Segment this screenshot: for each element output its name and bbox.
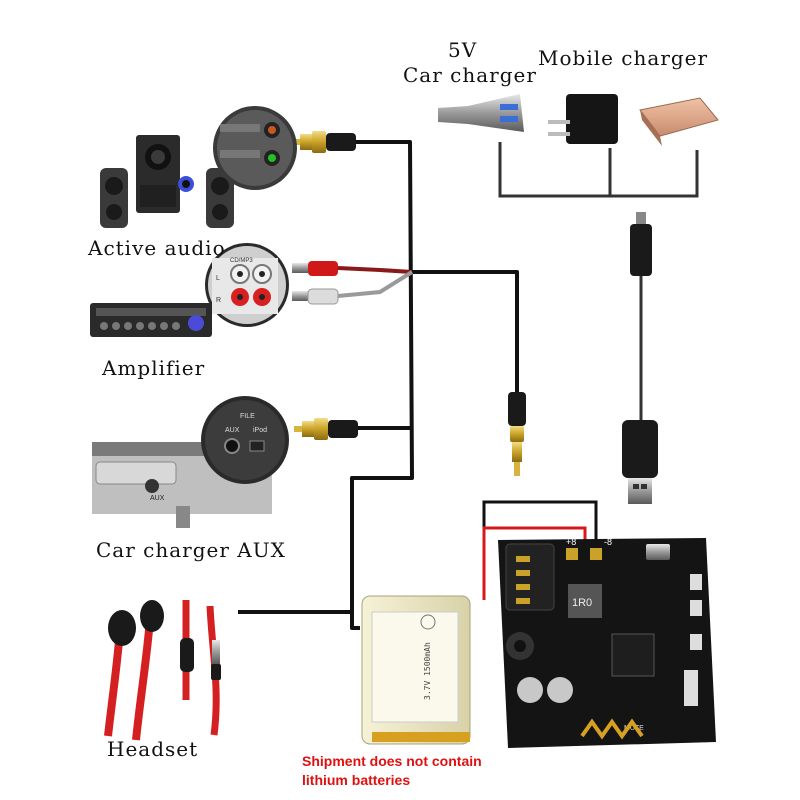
audio-plug-board bbox=[508, 392, 526, 476]
board-mute-label: MUTE bbox=[624, 725, 644, 732]
amplifier-label: Amplifier bbox=[102, 356, 206, 380]
board-minus-label: -8 bbox=[604, 537, 612, 547]
car-charger-device bbox=[438, 94, 524, 132]
amplifier-rca-closeup: CD/MP3 L R bbox=[205, 243, 289, 327]
active-audio-label: Active audio bbox=[88, 236, 226, 260]
car-charger-voltage-label: 5V bbox=[448, 38, 478, 62]
battery-capacity-label: 3.7V 1500mAh bbox=[423, 642, 432, 700]
aux-small-label: AUX bbox=[150, 495, 165, 502]
shipment-notice-line-2: lithium batteries bbox=[302, 772, 411, 788]
audio-plug-aux bbox=[294, 418, 358, 440]
bluetooth-module-board: +8 -8 1R0 MUTE bbox=[498, 537, 716, 748]
headset bbox=[104, 600, 221, 741]
board-ic-label: 1R0 bbox=[572, 597, 592, 609]
rca-side-l: L bbox=[216, 275, 220, 282]
car-charger-label: Car charger bbox=[403, 63, 537, 87]
aux-label: AUX bbox=[225, 427, 240, 434]
car-aux-closeup: FILE AUX iPod bbox=[201, 396, 289, 484]
rca-plugs bbox=[292, 261, 414, 305]
headset-label: Headset bbox=[107, 737, 199, 761]
amplifier-unit bbox=[90, 303, 212, 337]
car-charger-aux-label: Car charger AUX bbox=[96, 538, 286, 562]
signal-wires bbox=[238, 140, 519, 630]
rca-side-r: R bbox=[216, 297, 221, 304]
audio-plug-top bbox=[292, 131, 356, 153]
usb-cable bbox=[622, 212, 658, 504]
power-wires bbox=[498, 142, 699, 420]
active-audio-speakers bbox=[100, 135, 234, 228]
power-bank-device bbox=[639, 97, 719, 146]
shipment-notice-line-1: Shipment does not contain bbox=[302, 753, 482, 769]
aux-ipod-label: iPod bbox=[253, 427, 267, 434]
board-plus-label: +8 bbox=[566, 537, 576, 547]
aux-file-label: FILE bbox=[240, 413, 255, 420]
mobile-charger-label: Mobile charger bbox=[538, 46, 709, 70]
rca-top-label: CD/MP3 bbox=[230, 258, 253, 264]
mobile-charger-device bbox=[548, 94, 618, 144]
lithium-battery: 3.7V 1500mAh bbox=[361, 595, 471, 745]
active-audio-jack-closeup bbox=[213, 106, 297, 190]
shipment-notice: Shipment does not contain lithium batter… bbox=[302, 752, 482, 790]
